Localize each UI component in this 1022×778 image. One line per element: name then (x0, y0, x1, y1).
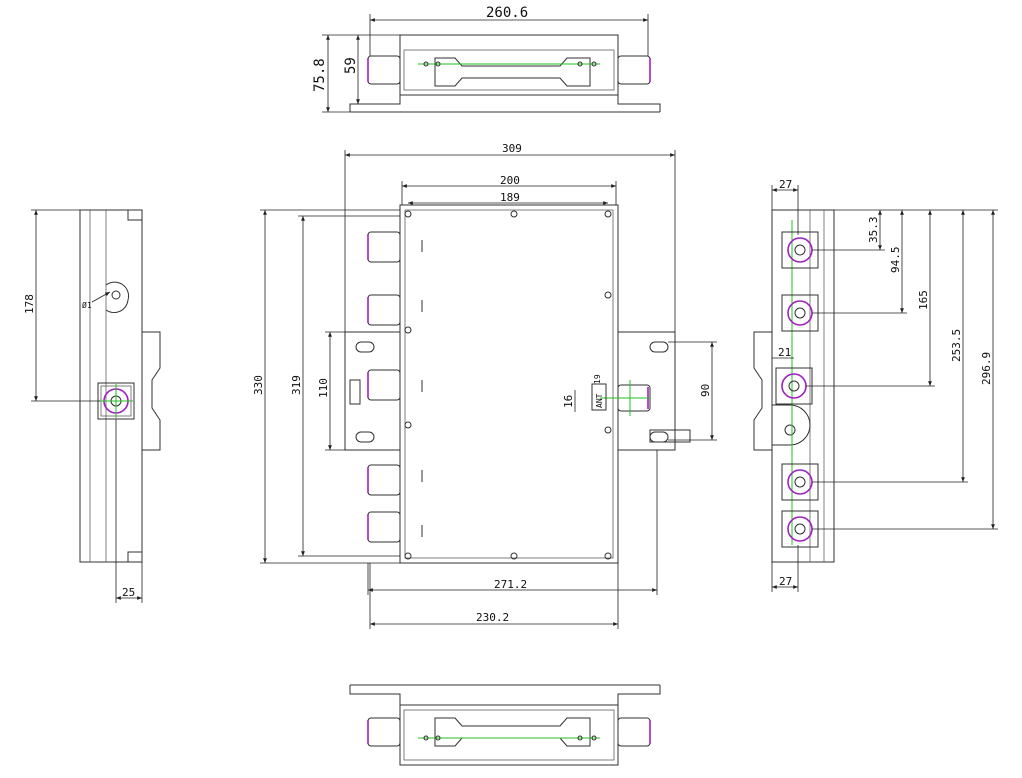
dim-right-bottom-width: 27 (779, 575, 792, 588)
dim-top-height-inner: 59 (343, 57, 359, 74)
front-left-connectors (367, 231, 401, 543)
front-left-bracket (344, 331, 401, 451)
dim-front-right-bracket: 90 (699, 384, 712, 397)
dim-left-height: 178 (23, 294, 36, 314)
dim-right-2: 94.5 (889, 247, 902, 274)
dim-front-port-a: 16 (562, 395, 575, 408)
dim-right-1: 35.3 (867, 217, 880, 244)
dim-right-5: 296.9 (980, 352, 993, 385)
dim-right-4: 253.5 (950, 329, 963, 362)
dim-front-bottom-outer: 271.2 (494, 578, 527, 591)
dim-right-3: 165 (917, 290, 930, 310)
dim-front-width-mid: 200 (500, 174, 520, 187)
ant-label: ANT (595, 393, 604, 408)
dim-front-width-inner: 189 (500, 191, 520, 204)
dim-front-width-outer: 309 (502, 142, 522, 155)
dim-front-height-inner: 319 (290, 375, 303, 395)
left-hole-label: Ø1 (82, 300, 92, 310)
left-side-view: Ø1 178 25 (23, 209, 161, 603)
dim-right-offset: 21 (778, 346, 791, 359)
dim-top-height-outer: 75.8 (312, 58, 328, 92)
right-connectors (775, 231, 819, 548)
top-view: 260.6 75.8 59 (312, 5, 661, 113)
right-side-view: 27 21 27 35.3 94.5 165 253.5 296.9 (753, 178, 998, 592)
bottom-view (349, 684, 661, 766)
dim-left-depth: 25 (122, 586, 135, 599)
dim-front-height-outer: 330 (252, 375, 265, 395)
dim-front-port-b: 19 (593, 374, 602, 384)
dim-front-bracket-height: 110 (317, 378, 330, 398)
front-right-bracket: ANT (591, 331, 691, 451)
dim-right-top-width: 27 (779, 178, 792, 191)
dim-front-bottom-inner: 230.2 (476, 611, 509, 624)
front-view: ANT 309 200 189 330 319 110 90 16 19 (252, 142, 717, 629)
dim-top-width: 260.6 (486, 5, 528, 21)
